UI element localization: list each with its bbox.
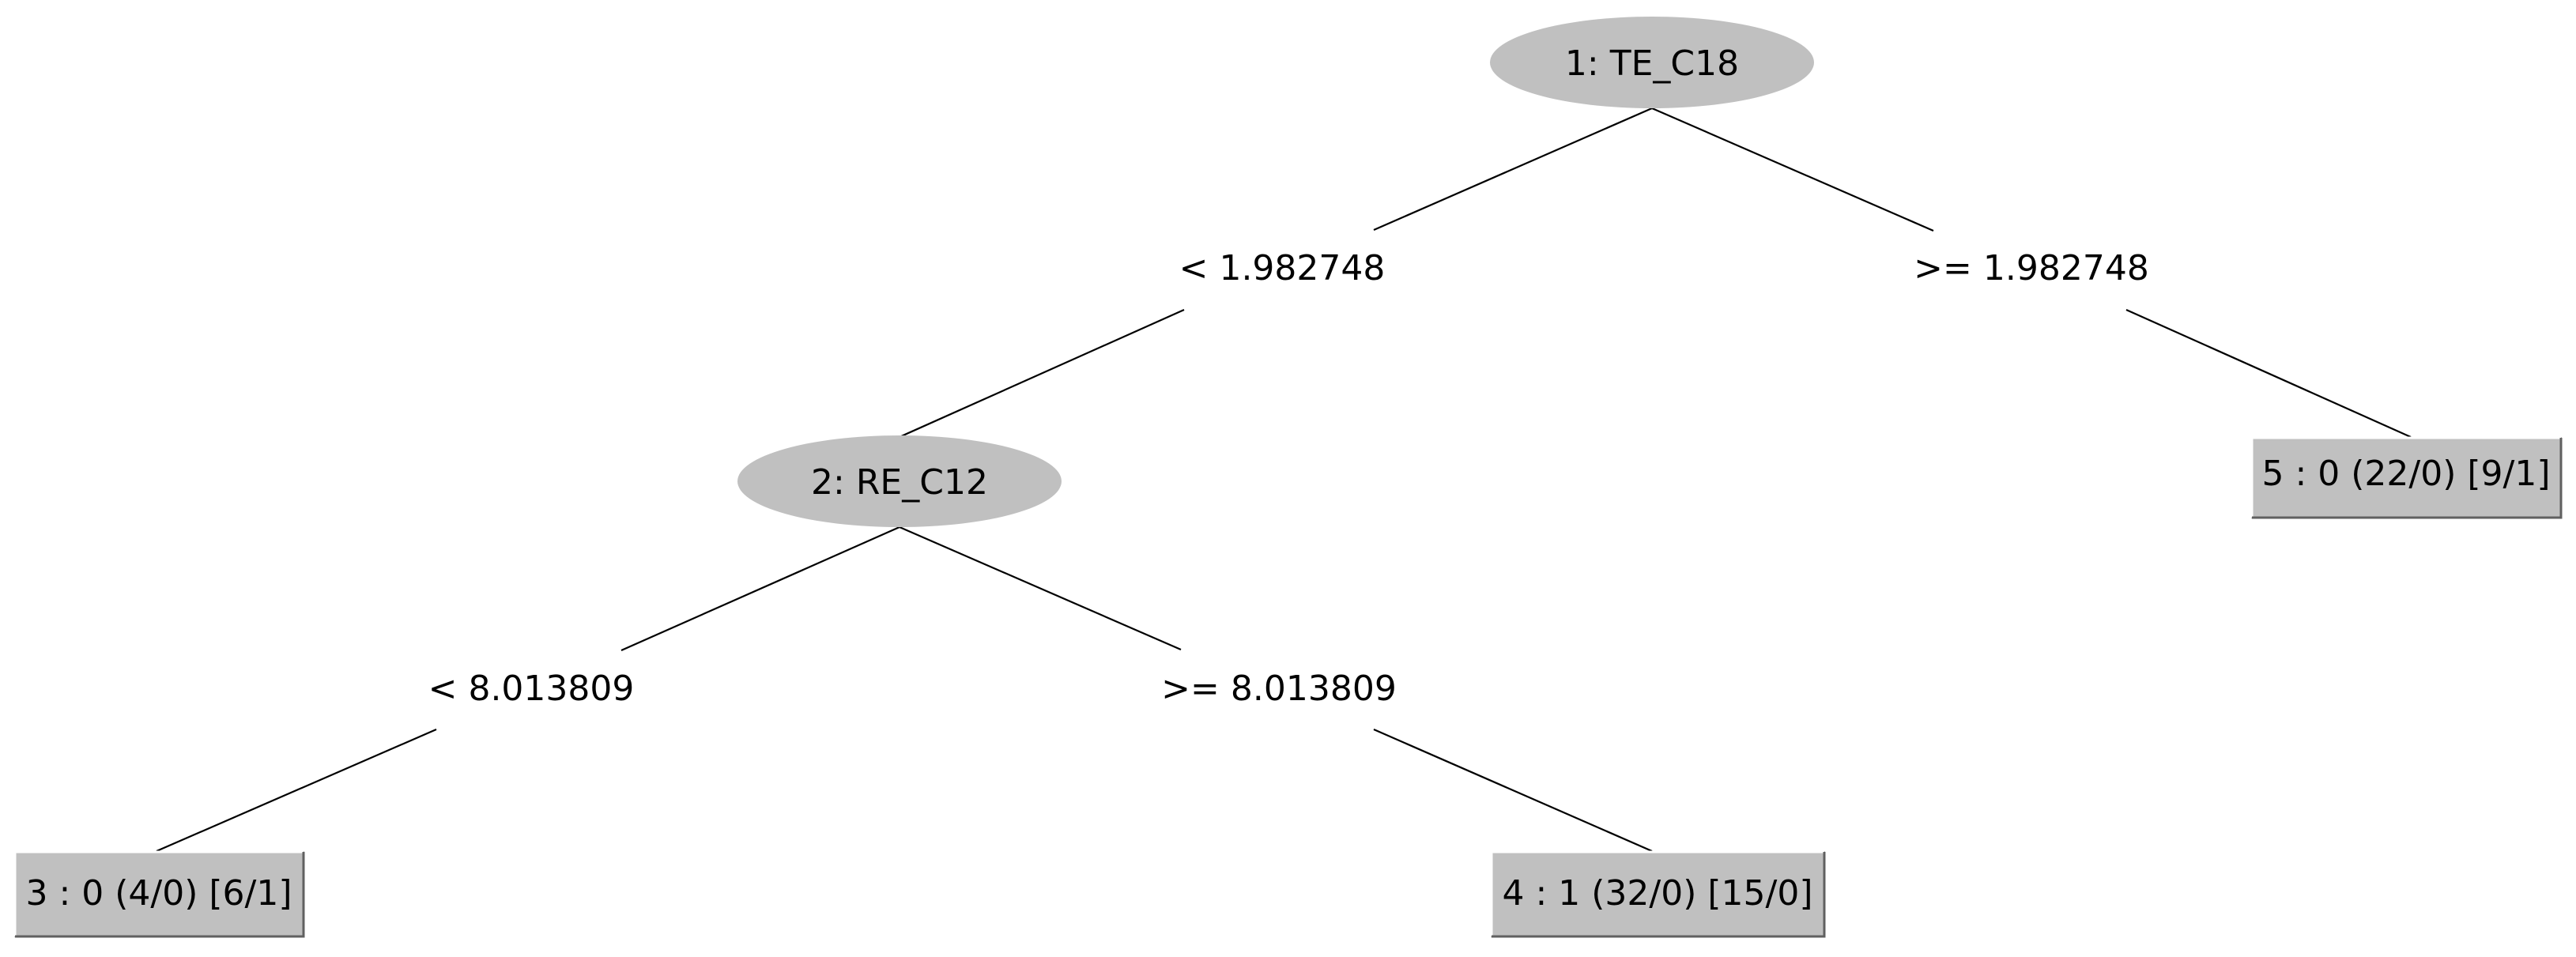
leaf-node-3-highlight (13, 850, 304, 936)
leaf-node-4: 4 : 1 (32/0) [15/0] (1490, 850, 1826, 938)
leaf-node-5: 5 : 0 (22/0) [9/1] (2250, 436, 2563, 519)
leaf-node-4-label: 4 : 1 (32/0) [15/0] (1502, 873, 1812, 914)
edge-2-3-upper (620, 526, 900, 652)
leaf-node-5-highlight (2250, 436, 2561, 518)
leaf-node-3-shadow (15, 852, 305, 938)
leaf-node-4-box (1491, 851, 1825, 937)
edge-1-2-upper (1373, 107, 1653, 232)
leaf-node-4-highlight (1490, 850, 1824, 936)
edge-1-5-lower (2125, 308, 2412, 439)
edge-label-1-5: >= 1.982748 (1914, 248, 2149, 288)
split-node-1: 1: TE_C18 (1490, 17, 1814, 108)
edge-2-3-lower (156, 728, 437, 853)
leaf-node-3-box (14, 851, 304, 937)
edge-label-2-3: < 8.013809 (428, 669, 635, 709)
edge-label-1-2: < 1.982748 (1179, 248, 1386, 288)
edge-label-2-4: >= 8.013809 (1161, 669, 1397, 709)
split-node-2: 2: RE_C12 (737, 435, 1062, 527)
split-node-1-shape (1490, 17, 1814, 108)
split-node-2-shape (737, 435, 1062, 527)
edge-2-4-upper (899, 526, 1182, 651)
leaf-node-3-label: 3 : 0 (4/0) [6/1] (25, 873, 292, 914)
split-node-2-label: 2: RE_C12 (811, 462, 988, 503)
leaf-node-4-shadow (1492, 852, 1826, 938)
split-node-1-label: 1: TE_C18 (1565, 43, 1739, 84)
leaf-node-3: 3 : 0 (4/0) [6/1] (13, 850, 305, 938)
edge-1-5-upper (1651, 107, 1934, 232)
leaf-node-5-box (2251, 437, 2562, 518)
edge-2-4-lower (1373, 728, 1653, 853)
leaf-node-5-shadow (2252, 438, 2563, 519)
leaf-node-5-label: 5 : 0 (22/0) [9/1] (2261, 454, 2550, 494)
edge-1-2-lower (899, 308, 1185, 439)
